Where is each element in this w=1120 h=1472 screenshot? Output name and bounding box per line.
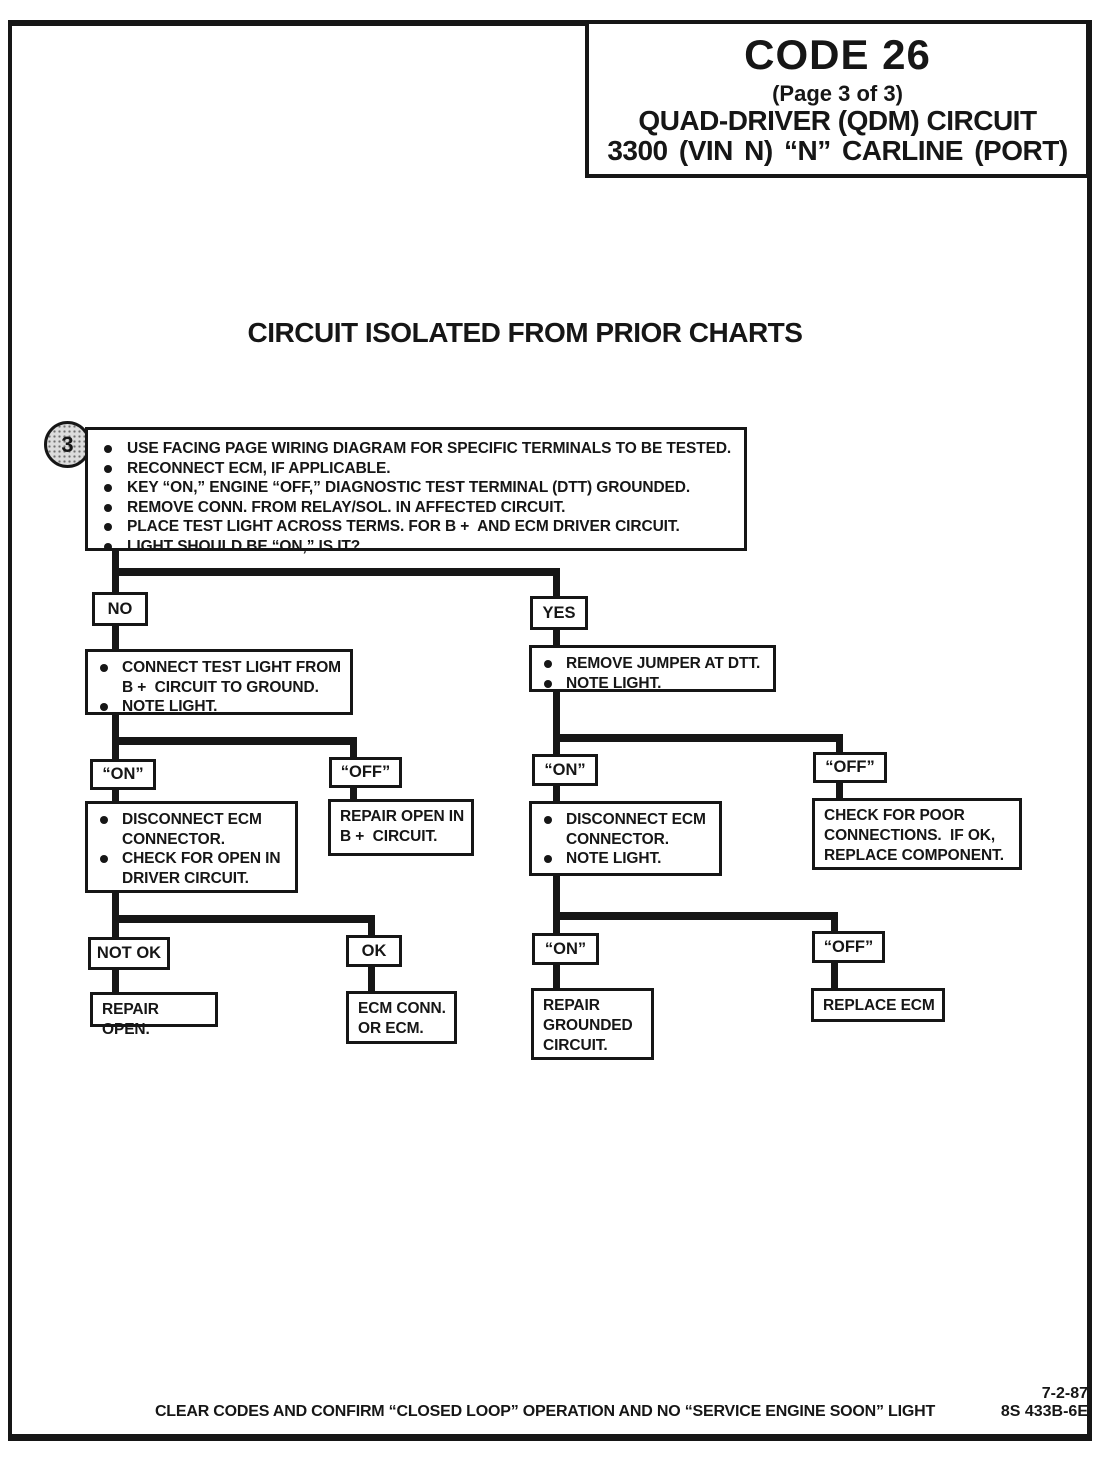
connector-line bbox=[350, 737, 357, 759]
connector-line bbox=[350, 787, 357, 801]
bullet-icon bbox=[104, 445, 112, 453]
right-on-label-box: “ON” bbox=[532, 754, 598, 786]
connector-line bbox=[368, 966, 375, 993]
instruction-item: LIGHT SHOULD BE “ON,” IS IT? bbox=[88, 537, 738, 557]
ecm-conn-result-box: ECM CONN. OR ECM. bbox=[346, 991, 457, 1044]
bullet-icon bbox=[104, 464, 112, 473]
repair-open-result-box: REPAIR OPEN. bbox=[90, 992, 218, 1038]
right-on-step-box: DISCONNECT ECM CONNECTOR. NOTE LIGHT. bbox=[529, 801, 722, 876]
bullet-icon bbox=[100, 664, 108, 672]
connector-line bbox=[553, 629, 560, 647]
connector-line bbox=[553, 734, 843, 742]
connector-line bbox=[112, 625, 119, 651]
left-on-step-box: DISCONNECT ECM CONNECTOR. CHECK FOR OPEN… bbox=[85, 801, 298, 893]
instructions-box: USE FACING PAGE WIRING DIAGRAM FOR SPECI… bbox=[85, 427, 747, 555]
connector-line bbox=[831, 912, 838, 933]
instruction-item: PLACE TEST LIGHT ACROSS TERMS. FOR B + A… bbox=[88, 517, 738, 537]
left-on-label-box: “ON” bbox=[90, 759, 156, 790]
connector-line bbox=[553, 912, 838, 920]
code-title: CODE 26 bbox=[744, 31, 931, 78]
page-border bbox=[8, 20, 1092, 1441]
connector-line bbox=[836, 782, 843, 800]
connector-line bbox=[112, 915, 375, 923]
bullet-icon bbox=[544, 679, 552, 688]
left-off-label-box: “OFF” bbox=[329, 757, 402, 788]
left-off-result-box: REPAIR OPEN IN B + CIRCUIT. bbox=[328, 799, 474, 856]
bullet-icon bbox=[100, 855, 108, 863]
bullet-icon bbox=[544, 816, 552, 824]
bullet-icon bbox=[100, 816, 108, 824]
bullet-icon bbox=[544, 660, 552, 668]
section-heading: CIRCUIT ISOLATED FROM PRIOR CHARTS bbox=[247, 317, 803, 348]
title-block: CODE 26 (Page 3 of 3) QUAD-DRIVER (QDM) … bbox=[585, 20, 1090, 178]
not-ok-label-box: NOT OK bbox=[88, 937, 170, 970]
connector-line bbox=[836, 734, 843, 754]
instruction-item: REMOVE CONN. FROM RELAY/SOL. IN AFFECTED… bbox=[88, 498, 738, 518]
right-step1-box: REMOVE JUMPER AT DTT. NOTE LIGHT. bbox=[529, 645, 776, 692]
circuit-title: QUAD-DRIVER (QDM) CIRCUIT bbox=[638, 105, 1037, 136]
bullet-icon bbox=[104, 484, 112, 492]
bullet-icon bbox=[104, 523, 112, 531]
yes-label-box: YES bbox=[530, 596, 588, 630]
connector-line bbox=[112, 969, 119, 994]
check-connections-result-box: CHECK FOR POOR CONNECTIONS. IF OK, REPLA… bbox=[812, 798, 1022, 870]
footer-doc-number: 8S 433B-6E bbox=[1000, 1403, 1088, 1420]
bullet-icon bbox=[104, 542, 112, 551]
footer-note: CLEAR CODES AND CONFIRM “CLOSED LOOP” OP… bbox=[154, 1403, 936, 1420]
page-info: (Page 3 of 3) bbox=[772, 81, 903, 106]
right-off-label-box: “OFF” bbox=[813, 752, 887, 783]
connector-line bbox=[553, 964, 560, 990]
ok-label-box: OK bbox=[346, 935, 402, 967]
step-3-badge: 3 bbox=[44, 421, 91, 468]
footer-date: 7-2-87 bbox=[1041, 1385, 1088, 1402]
instruction-item: USE FACING PAGE WIRING DIAGRAM FOR SPECI… bbox=[88, 439, 738, 459]
instruction-item: RECONNECT ECM, IF APPLICABLE. bbox=[88, 459, 738, 479]
carline-title: 3300 (VIN N) “N” CARLINE (PORT) bbox=[607, 135, 1068, 166]
connector-line bbox=[553, 691, 560, 756]
bullet-icon bbox=[100, 703, 108, 711]
connector-line bbox=[112, 789, 119, 803]
left-step1-box: CONNECT TEST LIGHT FROM B + CIRCUIT TO G… bbox=[85, 649, 353, 715]
right-on2-label-box: “ON” bbox=[532, 933, 599, 965]
no-label-box: NO bbox=[92, 592, 148, 626]
connector-line bbox=[553, 785, 560, 803]
right-off2-label-box: “OFF” bbox=[812, 931, 885, 963]
instruction-item: KEY “ON,” ENGINE “OFF,” DIAGNOSTIC TEST … bbox=[88, 478, 738, 498]
connector-line bbox=[831, 962, 838, 989]
replace-ecm-result-box: REPLACE ECM bbox=[811, 988, 945, 1022]
connector-line bbox=[553, 875, 560, 935]
connector-line bbox=[112, 737, 357, 745]
connector-line bbox=[368, 915, 375, 937]
bullet-icon bbox=[104, 503, 112, 512]
connector-line bbox=[112, 568, 560, 576]
repair-grounded-result-box: REPAIR GROUNDED CIRCUIT. bbox=[531, 988, 654, 1060]
connector-line bbox=[553, 568, 560, 599]
bullet-icon bbox=[544, 855, 552, 863]
